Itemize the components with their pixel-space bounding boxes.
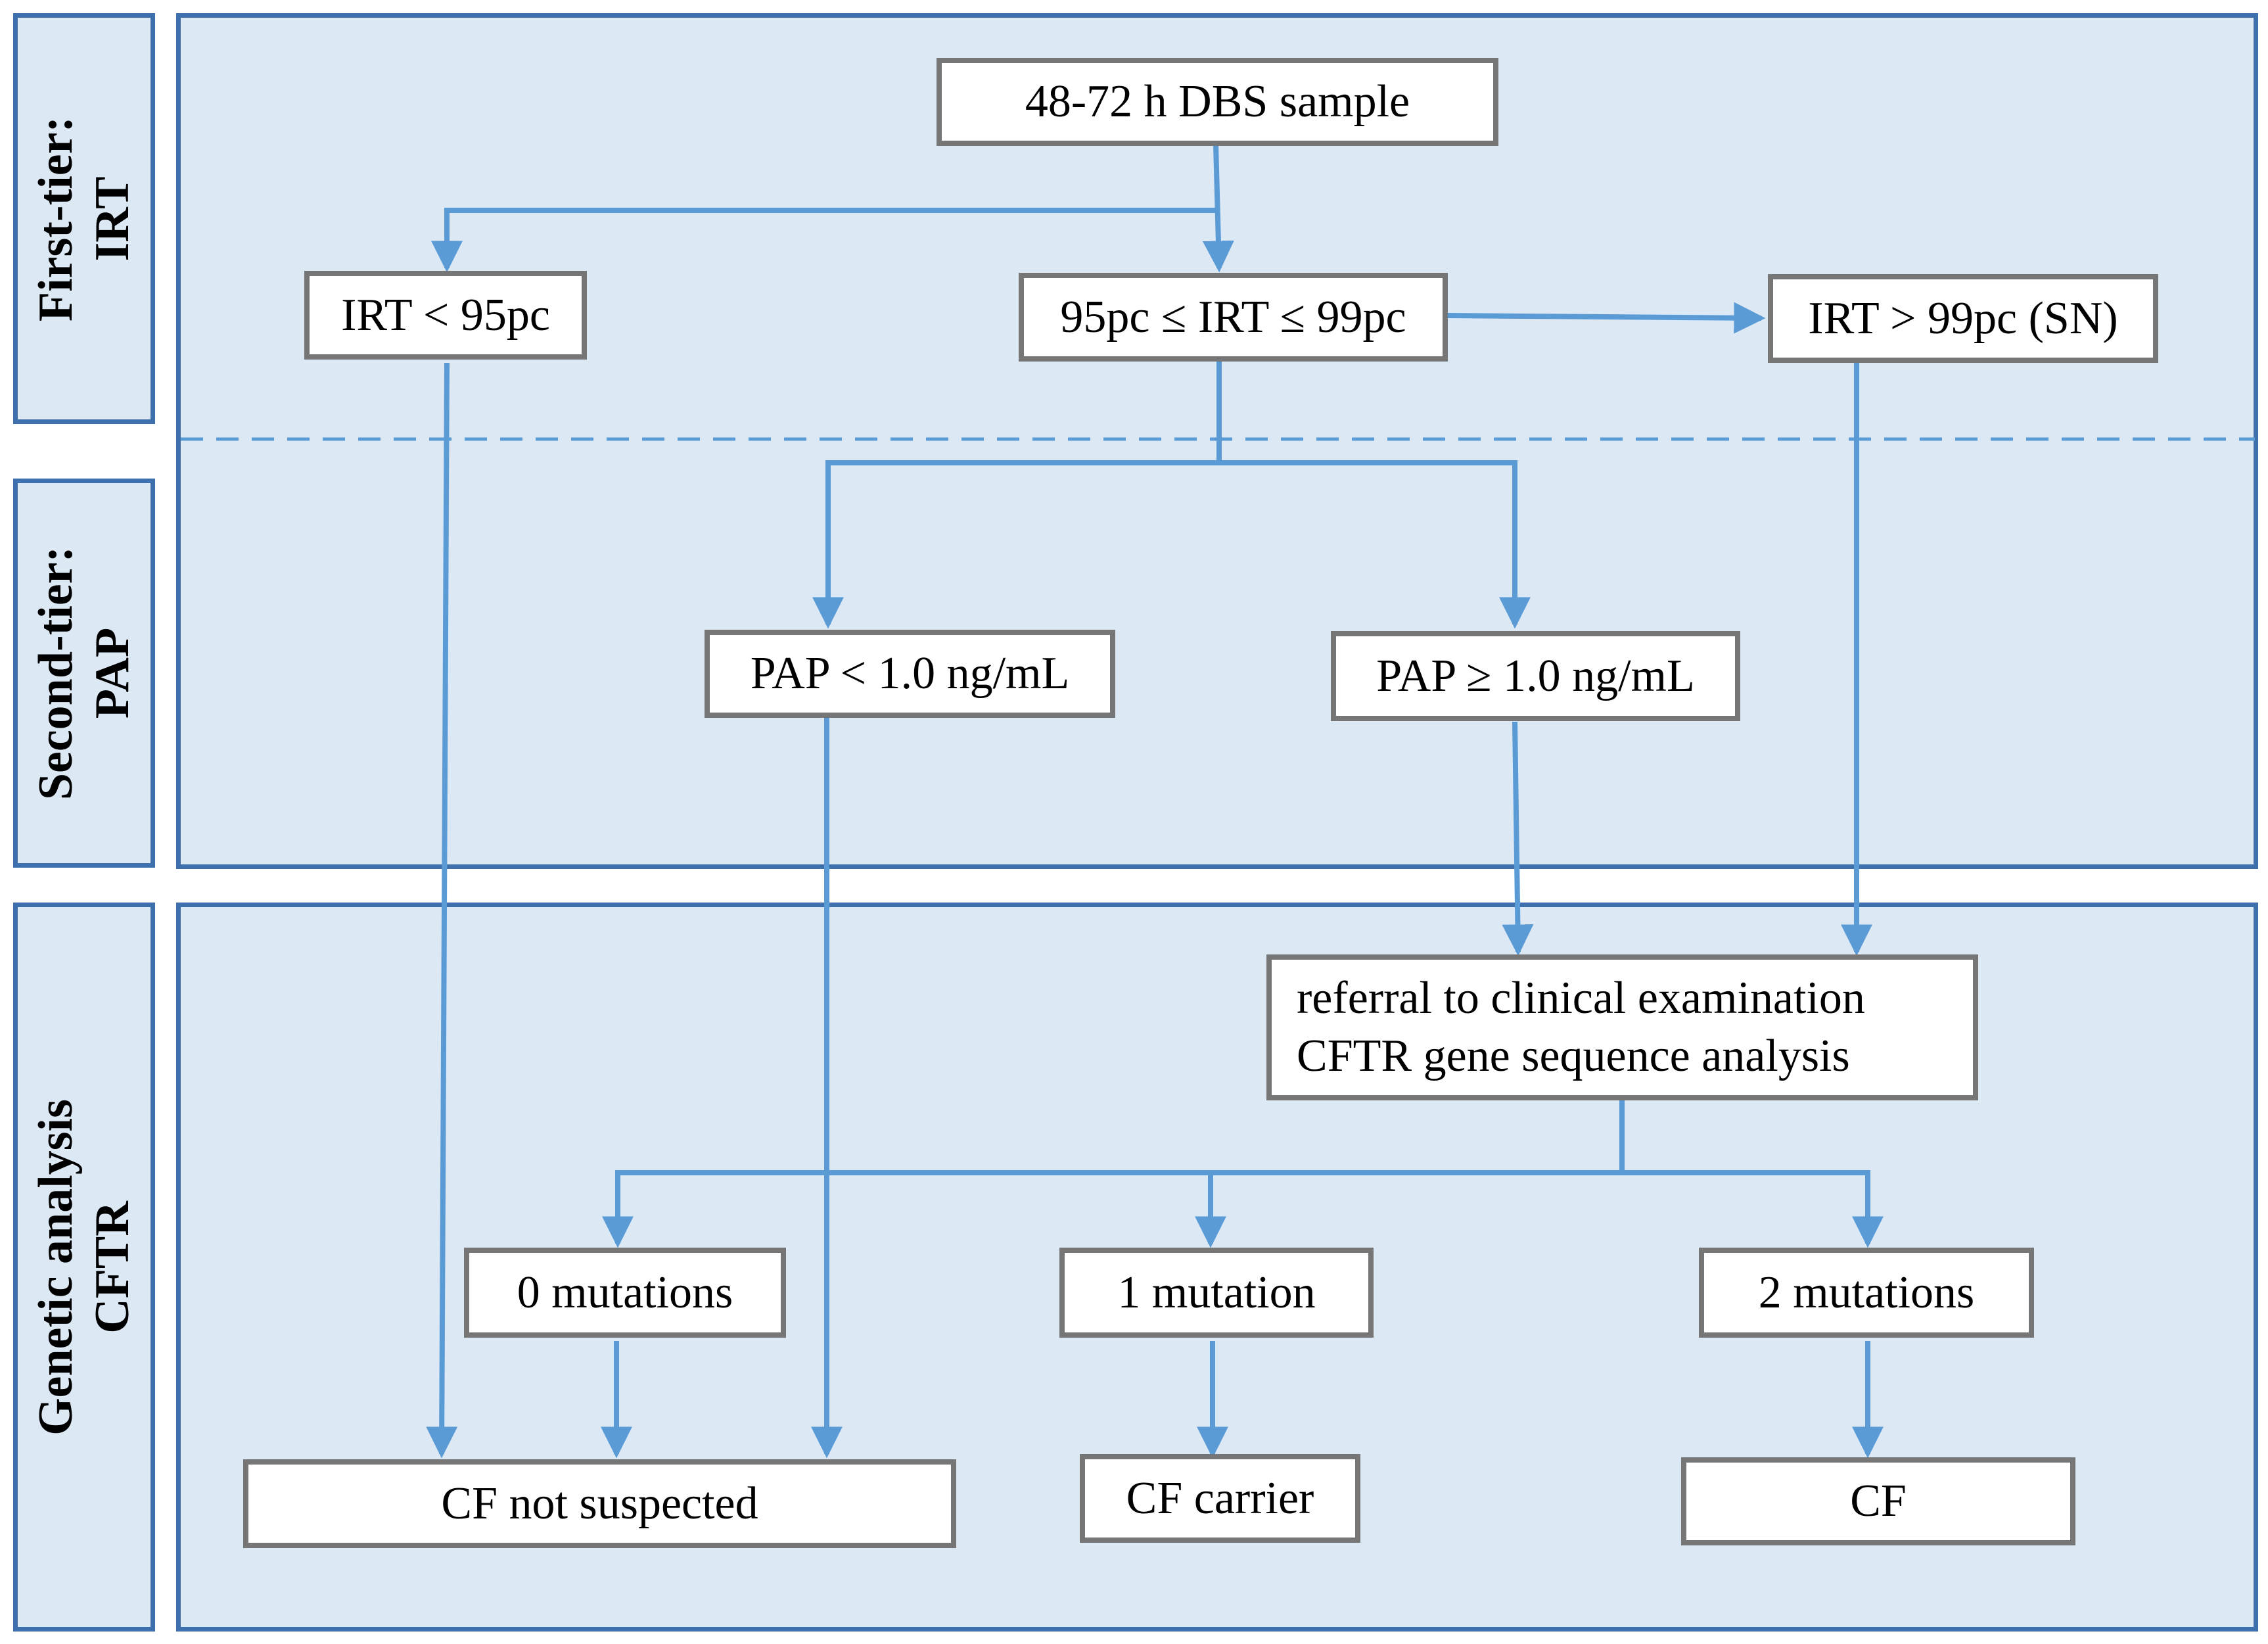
tier-first-subtitle: IRT <box>85 176 139 262</box>
node-referral-line-1: referral to clinical examination <box>1297 973 1865 1023</box>
node-irt-below-95pc-label: IRT < 95pc <box>341 289 550 341</box>
tier-third-label: Genetic analysis CFTR <box>28 1099 141 1436</box>
node-pap-high: PAP ≥ 1.0 ng/mL <box>1331 631 1740 721</box>
node-cf-not-suspected-label: CF not suspected <box>441 1478 758 1529</box>
node-dbs-sample: 48-72 h DBS sample <box>937 58 1498 146</box>
node-cf-carrier: CF carrier <box>1080 1454 1360 1543</box>
tier-first-label: First-tier: IRT <box>28 116 141 321</box>
node-0-mutations: 0 mutations <box>464 1248 786 1338</box>
node-cf-label: CF <box>1850 1476 1907 1526</box>
tier-third-subtitle: CFTR <box>85 1200 139 1334</box>
node-2-mutations: 2 mutations <box>1699 1248 2034 1338</box>
node-cf-not-suspected: CF not suspected <box>243 1459 956 1548</box>
node-irt-below-95pc: IRT < 95pc <box>304 271 587 360</box>
node-referral-line-2: CFTR gene sequence analysis <box>1297 1031 1850 1081</box>
tier-first-title: First-tier: <box>29 116 83 321</box>
node-irt-above-99pc-label: IRT > 99pc (SN) <box>1808 293 2118 344</box>
node-2-mutations-label: 2 mutations <box>1758 1267 1975 1318</box>
tier-second-title: Second-tier: <box>29 546 83 801</box>
tier-second-label-bar: Second-tier: PAP <box>13 479 155 868</box>
tier-first-label-bar: First-tier: IRT <box>13 13 155 424</box>
node-pap-low: PAP < 1.0 ng/mL <box>705 630 1115 718</box>
node-irt-95-99pc: 95pc ≤ IRT ≤ 99pc <box>1019 273 1448 362</box>
node-pap-low-label: PAP < 1.0 ng/mL <box>750 648 1070 699</box>
node-cf: CF <box>1681 1457 2075 1545</box>
node-1-mutation-label: 1 mutation <box>1117 1267 1316 1318</box>
tier-second-subtitle: PAP <box>85 627 139 719</box>
node-pap-high-label: PAP ≥ 1.0 ng/mL <box>1376 650 1695 701</box>
node-dbs-sample-label: 48-72 h DBS sample <box>1025 76 1410 127</box>
node-irt-above-99pc: IRT > 99pc (SN) <box>1768 274 2158 363</box>
tier-third-title: Genetic analysis <box>29 1098 83 1436</box>
node-0-mutations-label: 0 mutations <box>517 1267 733 1318</box>
node-cf-carrier-label: CF carrier <box>1126 1472 1314 1524</box>
node-1-mutation: 1 mutation <box>1059 1248 1374 1338</box>
tier-second-label: Second-tier: PAP <box>28 546 141 800</box>
node-referral: referral to clinical examination CFTR ge… <box>1266 954 1978 1100</box>
node-irt-95-99pc-label: 95pc ≤ IRT ≤ 99pc <box>1060 291 1406 342</box>
tier-third-label-bar: Genetic analysis CFTR <box>13 903 155 1632</box>
